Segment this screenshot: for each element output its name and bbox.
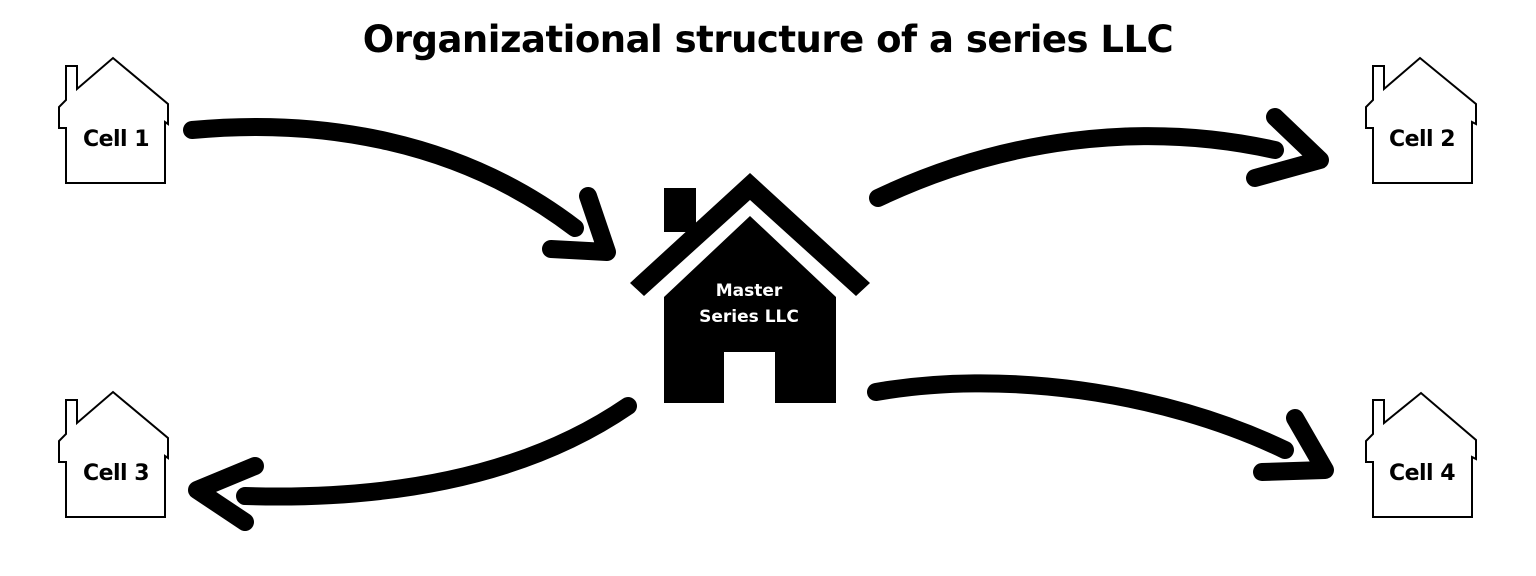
master-label-line1: Master xyxy=(715,281,783,301)
cell-1-house-icon xyxy=(58,56,169,184)
arrow-master-to-cell2 xyxy=(869,108,1329,207)
cell-3-house-icon xyxy=(58,390,169,518)
master-label-line2: Series LLC xyxy=(699,307,799,327)
cell-1-label: Cell 1 xyxy=(82,127,150,152)
master-label: Master Series LLC xyxy=(669,278,829,330)
cell-2-label: Cell 2 xyxy=(1388,127,1456,152)
master-house-icon xyxy=(630,173,870,403)
arrow-master-to-cell3 xyxy=(188,397,637,531)
cell-4-house-icon xyxy=(1365,391,1477,518)
cell-4-label: Cell 4 xyxy=(1388,461,1456,486)
arrow-cell1-to-master xyxy=(183,118,616,261)
cell-2-house-icon xyxy=(1365,56,1477,184)
diagram-title: Organizational structure of a series LLC xyxy=(362,18,1174,61)
arrow-master-to-cell4 xyxy=(867,374,1334,481)
cell-3-label: Cell 3 xyxy=(82,461,150,486)
